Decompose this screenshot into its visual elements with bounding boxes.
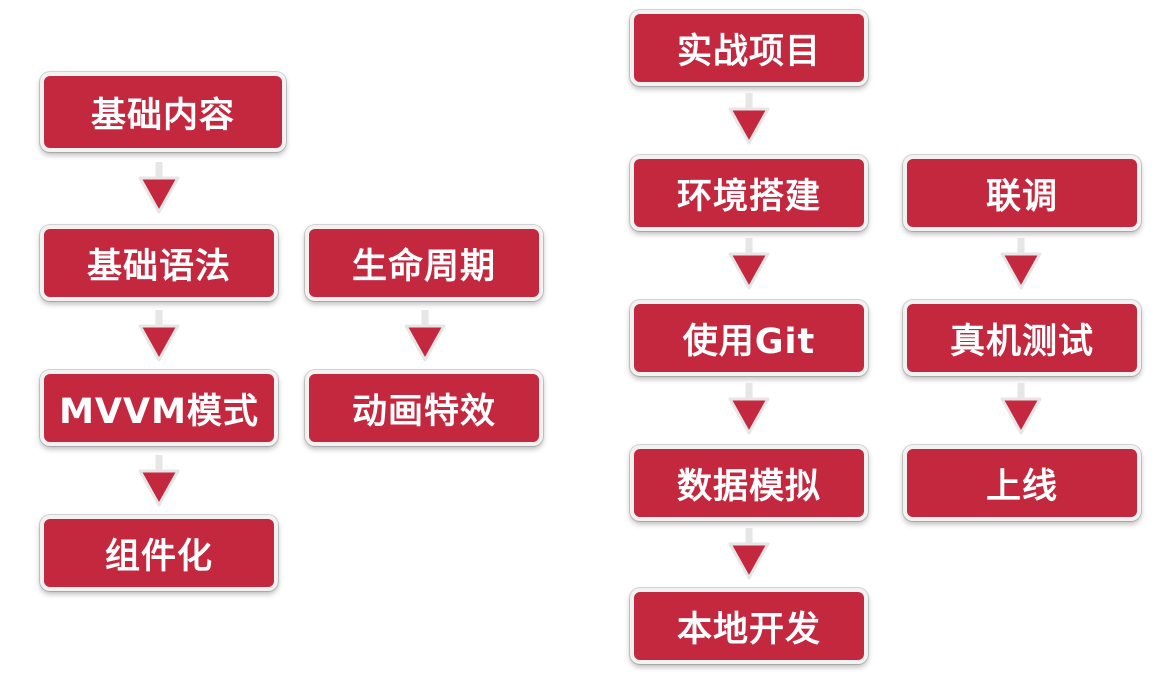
node-lifecycle: 生命周期 [305,225,543,301]
arrow-down-icon [727,528,771,582]
node-env-setup: 环境搭建 [630,155,868,231]
arrow-down-icon [999,238,1043,292]
arrow-down-icon [137,162,181,216]
arrow-down-icon [403,310,447,364]
node-local-dev: 本地开发 [630,588,868,664]
node-basics: 基础内容 [40,72,286,152]
arrow-down-icon [999,383,1043,437]
node-mock-data: 数据模拟 [630,445,868,521]
node-project: 实战项目 [630,10,868,86]
arrow-down-icon [727,383,771,437]
node-components: 组件化 [40,515,278,591]
node-use-git: 使用Git [630,300,868,376]
node-integration: 联调 [903,155,1141,231]
node-mvvm: MVVM模式 [40,370,278,446]
arrow-down-icon [727,238,771,292]
arrow-down-icon [727,93,771,147]
node-animation: 动画特效 [305,370,543,446]
arrow-down-icon [137,310,181,364]
node-syntax: 基础语法 [40,225,278,301]
node-go-live: 上线 [903,445,1141,521]
node-device-test: 真机测试 [903,300,1141,376]
arrow-down-icon [137,455,181,509]
